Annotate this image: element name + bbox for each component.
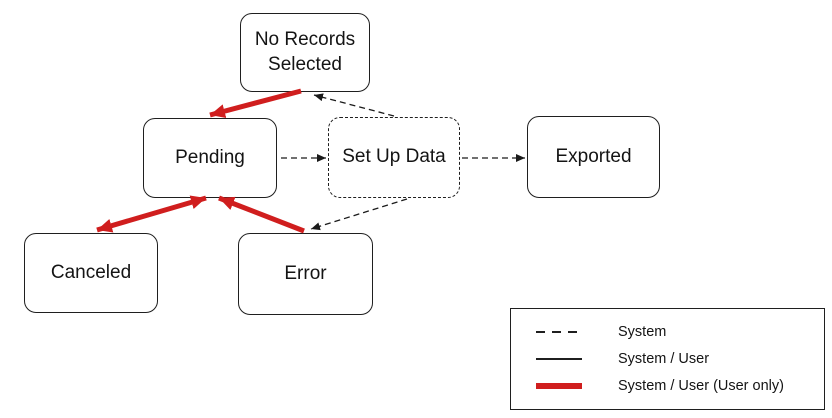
legend-item-label: System / User (User only) — [618, 378, 784, 394]
state-node-no-records-selected: No Records Selected — [240, 13, 370, 92]
state-node-set-up-data: Set Up Data — [328, 117, 460, 198]
edge-set-up-data-to-error — [310, 198, 408, 231]
state-node-label: Error — [284, 262, 327, 284]
state-node-label: Exported — [555, 145, 632, 167]
state-node-label: Set Up Data — [342, 146, 446, 168]
state-node-pending: Pending — [143, 118, 277, 198]
state-node-exported: Exported — [527, 116, 660, 198]
edge-pending-to-canceled — [96, 195, 207, 233]
legend-item-system-user: System / User — [511, 351, 824, 367]
state-node-label: Canceled — [50, 261, 132, 283]
legend-line-red-thick — [536, 383, 582, 389]
legend-item-system-user-only: System / User (User only) — [511, 378, 824, 394]
legend-item-label: System — [618, 324, 667, 340]
edge-no-records-selected-to-pending — [209, 88, 302, 118]
state-node-canceled: Canceled — [24, 233, 158, 313]
legend-item-label: System / User — [618, 351, 710, 367]
edge-error-to-pending — [218, 195, 305, 234]
legend-line-solid — [536, 358, 582, 360]
legend-item-system: System — [511, 324, 824, 340]
edge-set-up-data-to-no-records-selected — [313, 93, 395, 117]
state-node-error: Error — [238, 233, 373, 315]
state-node-label: No Records Selected — [254, 28, 356, 75]
legend-line-dashed — [536, 331, 582, 333]
state-node-label: Pending — [175, 146, 245, 168]
legend: System System / User System / User (User… — [510, 308, 825, 410]
